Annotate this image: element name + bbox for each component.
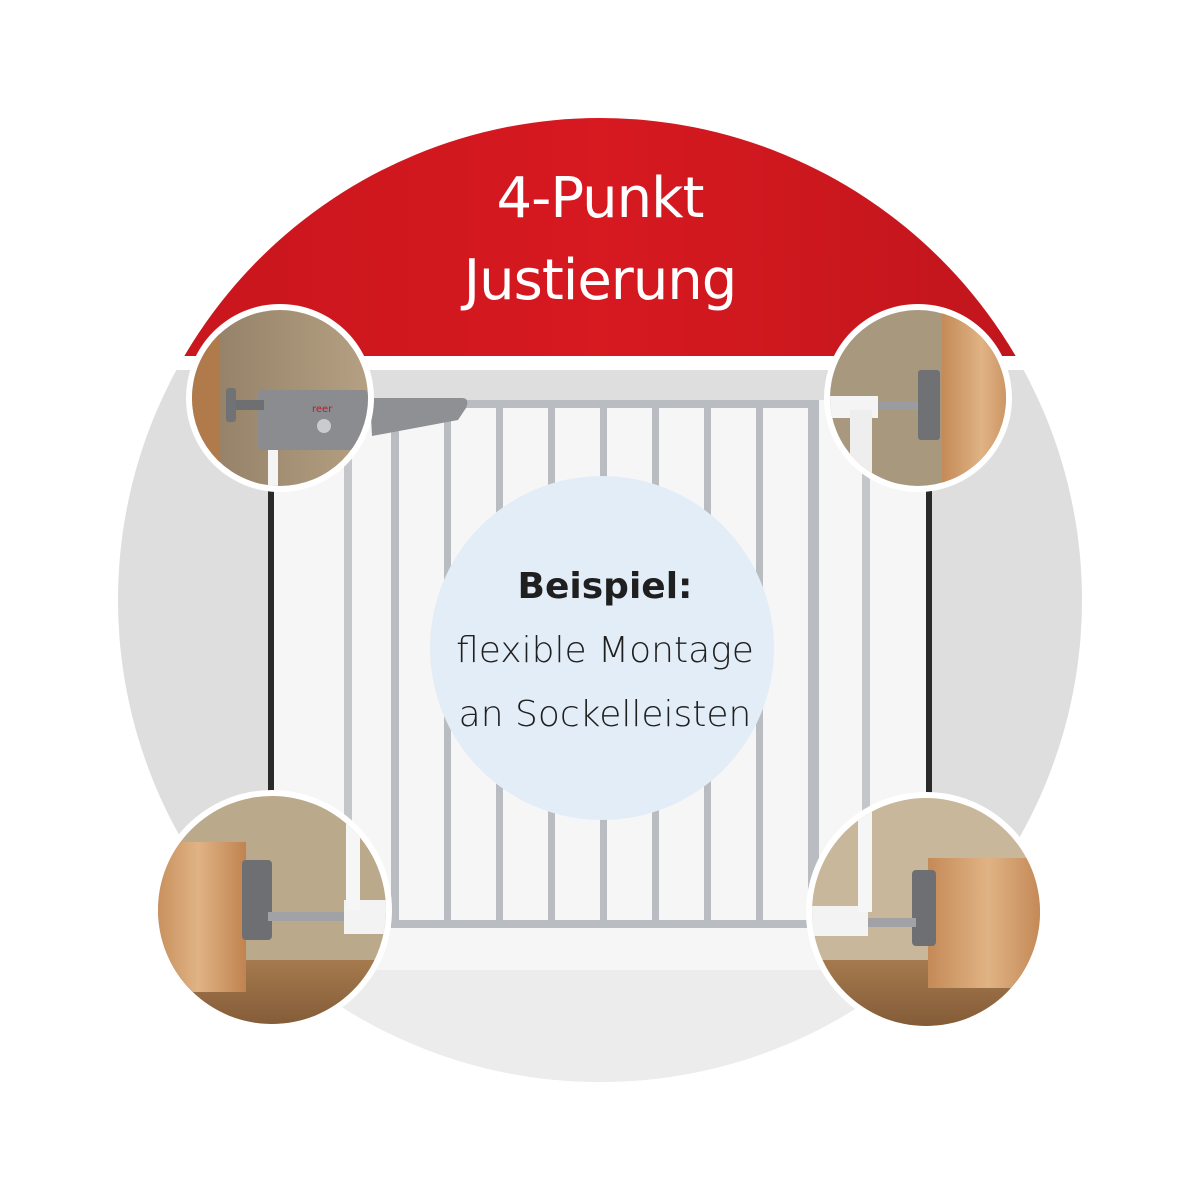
detail-bottom-right xyxy=(806,792,1046,1032)
detail-top-right xyxy=(824,304,1012,492)
info-line-2: an Sockelleisten xyxy=(458,694,752,735)
info-title: Beispiel: xyxy=(517,566,693,607)
adjustment-screw-icon xyxy=(878,402,924,410)
headline-line-2: Justierung xyxy=(463,248,738,313)
headline-line-1: 4-Punkt xyxy=(496,166,705,231)
detail-top-left: reer xyxy=(186,304,374,492)
info-circle xyxy=(430,476,774,820)
info-line-1: flexible Montage xyxy=(456,630,754,671)
gate-latch xyxy=(370,398,468,436)
brand-logo: reer xyxy=(312,404,333,415)
gate-right-post xyxy=(926,490,932,950)
gate-left-post xyxy=(268,490,274,950)
